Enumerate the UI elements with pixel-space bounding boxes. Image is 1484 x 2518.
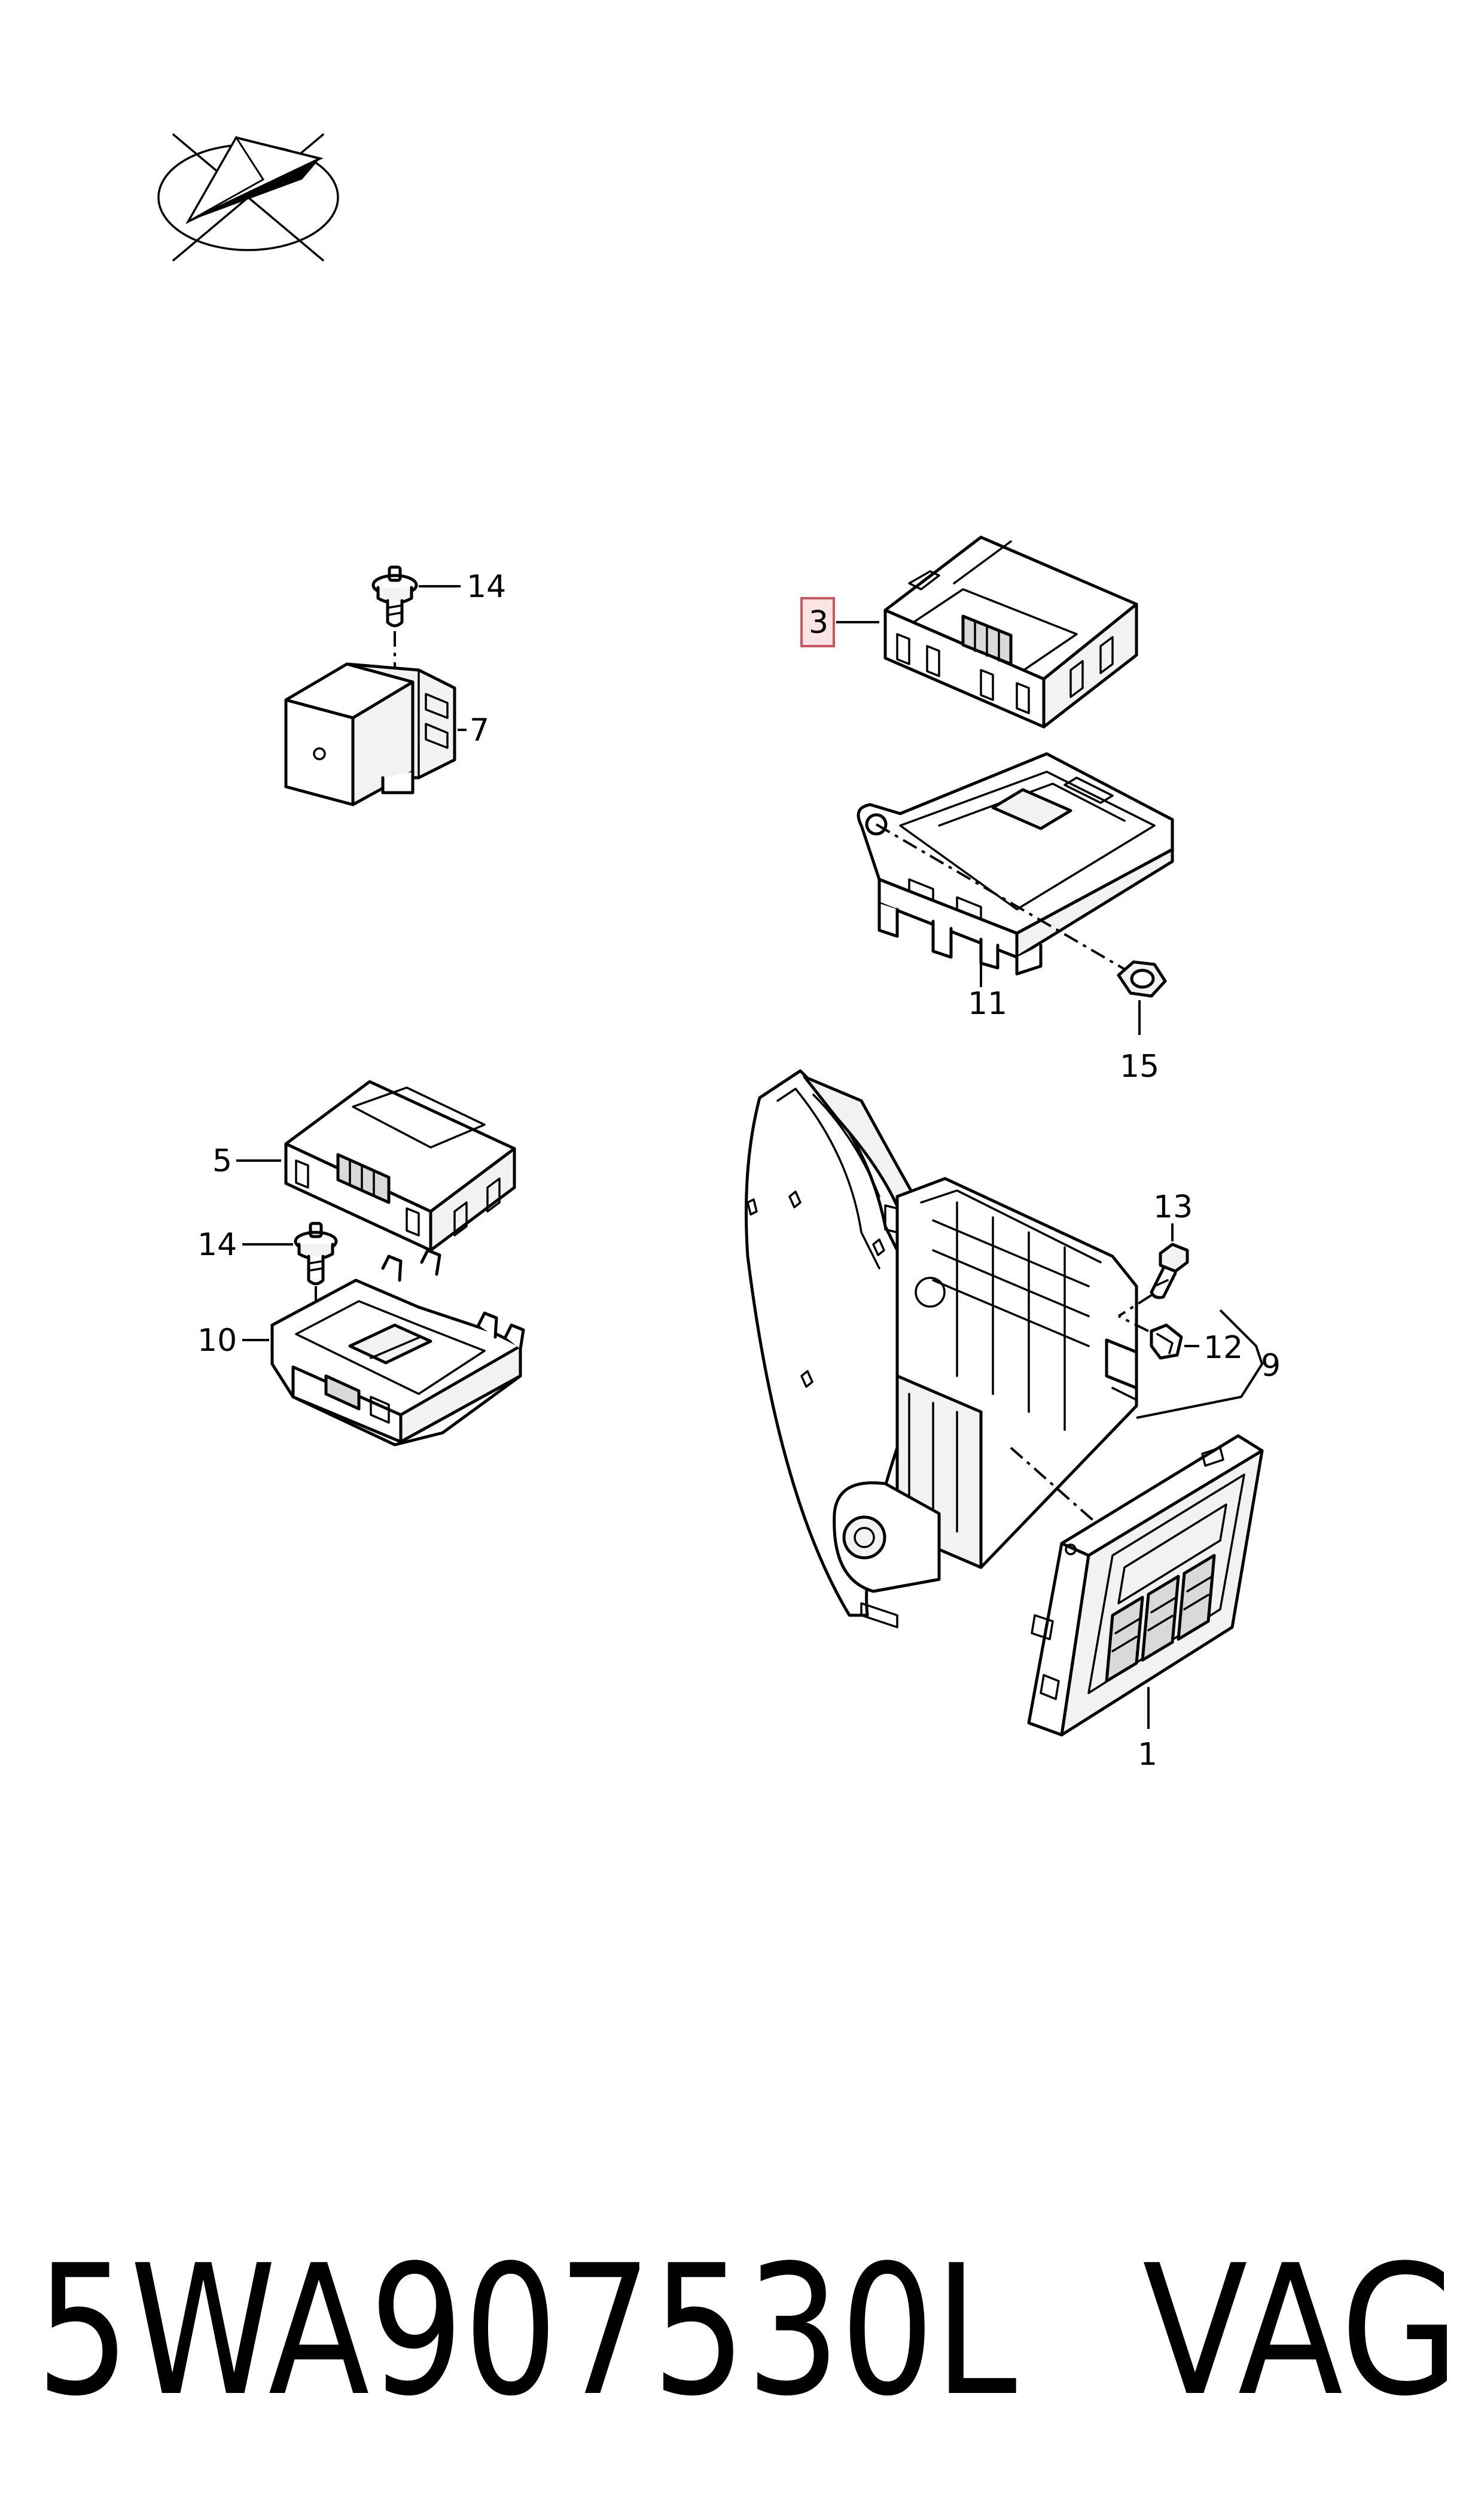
- callout-3-highlight: [800, 597, 835, 647]
- callout-10: 10: [197, 1323, 237, 1359]
- part-number-label: 5WA907530L: [36, 2227, 1017, 2435]
- part-3-control-unit: [883, 535, 1138, 729]
- callout-7: 7: [470, 713, 489, 748]
- orientation-logo-icon: [157, 133, 339, 261]
- callout-14-left: 14: [197, 1227, 237, 1263]
- callout-11: 11: [968, 986, 1007, 1022]
- part-9-carrier: [745, 1069, 1138, 1628]
- callout-12: 12: [1203, 1330, 1243, 1366]
- part-1-body-control-module: [1027, 1434, 1264, 1737]
- part-5-control-unit: [284, 1080, 516, 1252]
- part-15-nut: [1117, 960, 1167, 998]
- part-7-relay-box: [284, 662, 456, 806]
- part-12-clip-nut: [1150, 1323, 1183, 1360]
- callout-15: 15: [1120, 1049, 1159, 1085]
- part-14-screw-top: [371, 565, 418, 628]
- part-14-screw-left: [294, 1222, 338, 1286]
- part-10-bracket: [270, 1249, 525, 1447]
- callout-14-top: 14: [467, 569, 506, 605]
- brand-label: VAG: [1142, 2227, 1459, 2435]
- part-11-bracket: [857, 752, 1174, 976]
- callout-5: 5: [212, 1143, 232, 1179]
- callout-13: 13: [1153, 1189, 1193, 1225]
- part-13-bolt: [1150, 1243, 1189, 1299]
- callout-3: 3: [809, 605, 828, 641]
- callout-1: 1: [1138, 1737, 1157, 1773]
- callout-9: 9: [1261, 1348, 1281, 1384]
